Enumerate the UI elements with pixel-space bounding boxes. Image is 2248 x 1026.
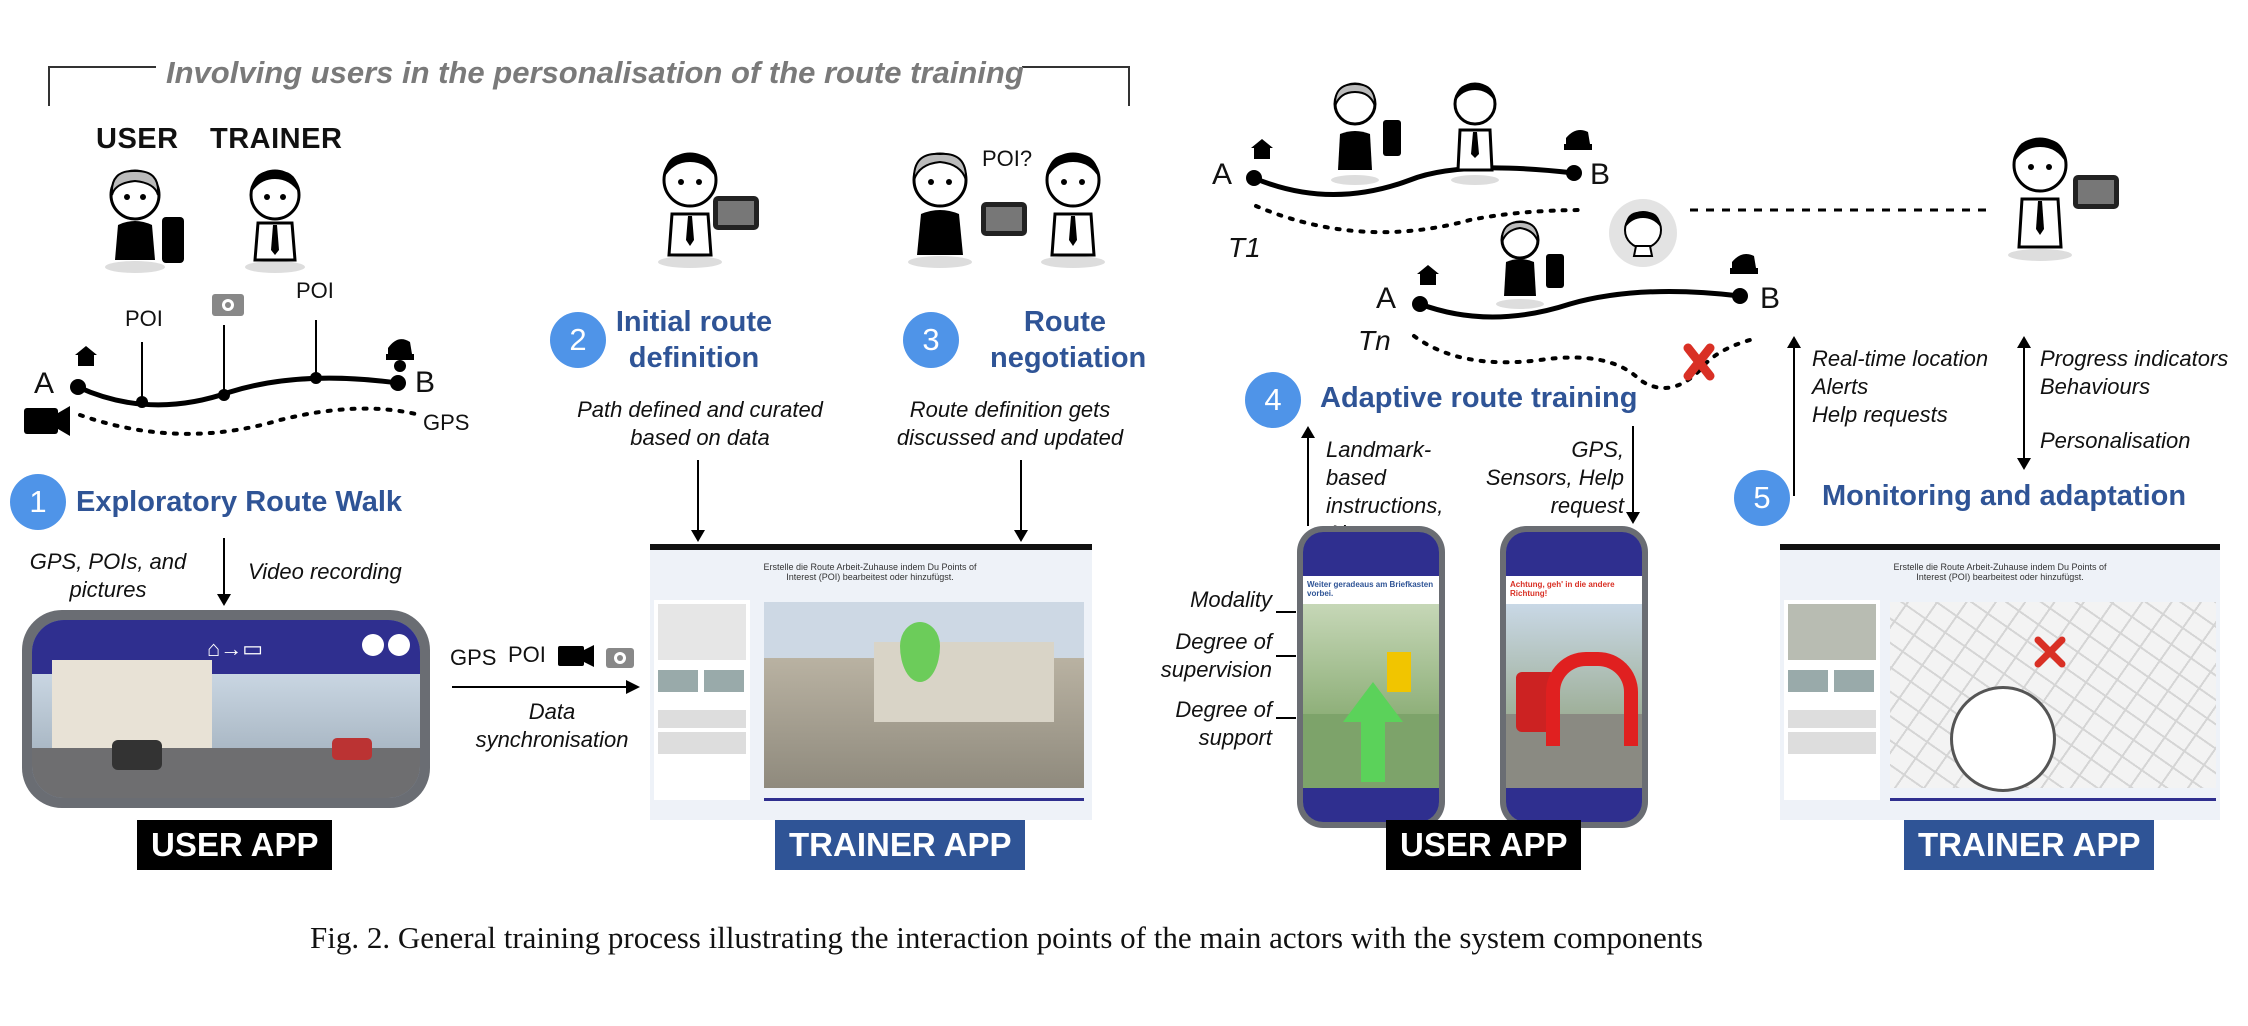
trainer-screen-text-2: Erstelle die Route Arbeit-Zuhause indem … xyxy=(1893,562,2107,582)
route-map-t1 xyxy=(1246,82,1592,235)
arrow-up-5 xyxy=(1787,336,1801,496)
step-3-badge: 3 xyxy=(903,312,959,368)
route-label-a-t1: A xyxy=(1212,158,1233,191)
route-map-tn xyxy=(1412,220,1758,390)
step-2-title-line2: definition xyxy=(628,342,760,374)
poi-question-label: POI? xyxy=(982,146,1033,171)
route-label-a: A xyxy=(34,367,55,400)
trainer-with-tablet-icon xyxy=(658,152,759,268)
sync-poi-label: POI xyxy=(508,642,546,667)
phone-message-1: Weiter geradeaus am Briefkasten vorbei. xyxy=(1303,576,1439,604)
user-app-phone-portrait-2: Achtung, geh' in die andere Richtung! xyxy=(1500,526,1648,828)
arrow-down-3 xyxy=(1014,460,1028,542)
user-figure-icon xyxy=(105,169,184,273)
sync-media-icons xyxy=(558,645,634,668)
arrow-down-2 xyxy=(691,460,705,542)
gps-label-1: GPS xyxy=(423,410,470,435)
step-3-title-line2: negotiation xyxy=(990,342,1147,374)
step-2-badge: 2 xyxy=(550,312,606,368)
annotation-alerts: Alerts xyxy=(1812,374,1869,399)
step-3-title: Route negotiation xyxy=(990,304,1147,376)
trainer-app-label-2: TRAINER APP xyxy=(1904,820,2155,870)
annotation-degree-support: Degree of support xyxy=(1175,697,1272,750)
annotation-realtime: Real-time location xyxy=(1812,346,1989,371)
bracket-lines-4 xyxy=(1276,611,1296,719)
arrow-bidirectional-5 xyxy=(2017,336,2031,470)
trainer-app-tablet-1: Erstelle die Route Arbeit-Zuhause indem … xyxy=(650,544,1092,820)
user-app-label-2: USER APP xyxy=(1386,820,1582,870)
annotation-path-defined: Path defined and curated based on data xyxy=(577,397,823,450)
dotted-link xyxy=(1690,208,1990,212)
route-label-b-t1: B xyxy=(1590,158,1611,191)
step-2-title: Initial route definition xyxy=(614,304,774,376)
user-app-label-1: USER APP xyxy=(137,820,333,870)
annotation-route-discussed: Route definition gets discussed and upda… xyxy=(896,397,1124,450)
annotation-personalisation: Personalisation xyxy=(2040,428,2191,453)
sync-gps-label: GPS xyxy=(450,645,497,670)
user-app-phone-portrait-1: Weiter geradeaus am Briefkasten vorbei. xyxy=(1297,526,1445,828)
poi-label-2: POI xyxy=(296,278,334,303)
step-2-title-line1: Initial route xyxy=(615,306,773,338)
annotation-gps-pois-pictures: GPS, POIs, and pictures xyxy=(29,549,187,602)
annotation-data-sync: Data synchronisation xyxy=(475,699,629,752)
trainer-screen-text-1: Erstelle die Route Arbeit-Zuhause indem … xyxy=(763,562,977,582)
arrow-up-4 xyxy=(1301,426,1315,526)
trainer-figure-icon xyxy=(245,169,305,273)
phone-message-2: Achtung, geh' in die andere Richtung! xyxy=(1506,576,1642,604)
role-trainer-label: TRAINER xyxy=(210,123,343,155)
route-label-t1: T1 xyxy=(1228,232,1261,263)
route-label-tn: Tn xyxy=(1358,325,1391,356)
trainer-app-label-1: TRAINER APP xyxy=(775,820,1026,870)
role-user-label: USER xyxy=(96,123,179,155)
negotiation-figures-icon xyxy=(908,152,1105,268)
annotation-modality: Modality xyxy=(1190,587,1272,612)
route-label-b: B xyxy=(415,366,436,399)
arrow-down-4 xyxy=(1626,426,1640,524)
trainer-monitor-face-icon xyxy=(1609,199,1677,267)
arrow-down-1 xyxy=(217,538,231,606)
annotation-video-recording: Video recording xyxy=(248,559,402,584)
step-1-badge: 1 xyxy=(10,474,66,530)
figure-caption: Fig. 2. General training process illustr… xyxy=(310,920,1703,955)
step-5-title: Monitoring and adaptation xyxy=(1822,480,2187,512)
annotation-help-requests: Help requests xyxy=(1812,402,1948,427)
annotation-behaviours: Behaviours xyxy=(2040,374,2151,399)
poi-label-1: POI xyxy=(125,306,163,331)
trainer-monitor-figure-icon xyxy=(2008,137,2119,261)
header-bracket xyxy=(48,66,1130,106)
header-title: Involving users in the personalisation o… xyxy=(166,55,1024,90)
user-app-phone-landscape: ⌂→▭ xyxy=(22,610,430,808)
trainer-app-tablet-2: Erstelle die Route Arbeit-Zuhause indem … xyxy=(1780,544,2220,820)
step-4-badge: 4 xyxy=(1245,372,1301,428)
sync-arrow xyxy=(452,680,640,694)
step-3-title-line1: Route xyxy=(1023,306,1107,338)
route-label-a-tn: A xyxy=(1376,282,1397,315)
annotation-progress: Progress indicators xyxy=(2040,346,2229,371)
annotation-degree-supervision: Degree of supervision xyxy=(1160,629,1272,682)
step-1-title: Exploratory Route Walk xyxy=(76,486,403,518)
route-map-1 xyxy=(24,294,422,436)
step-4-title: Adaptive route training xyxy=(1320,382,1638,414)
route-label-b-tn: B xyxy=(1760,282,1781,315)
step-5-badge: 5 xyxy=(1734,470,1790,526)
annotation-gps-sensors: GPS, Sensors, Help request xyxy=(1485,437,1624,518)
